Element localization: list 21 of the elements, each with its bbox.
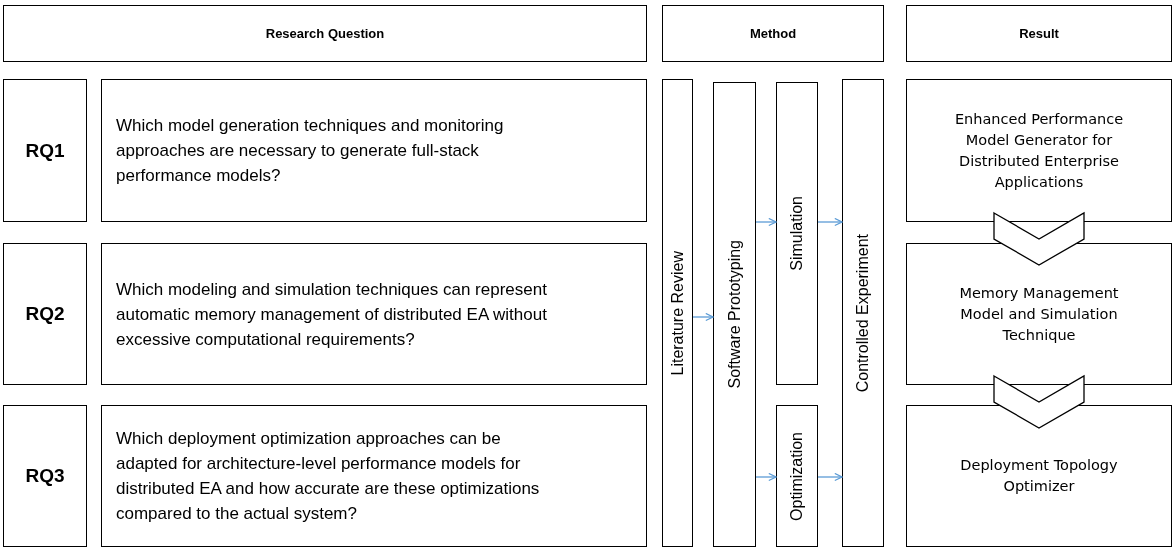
arrow	[692, 312, 714, 322]
research-question-box: Which deployment optimization approaches can be adapted for architecture-level performance models for distributed EA and how accurate are these optimizations compared to the actual system?	[101, 405, 647, 547]
arrow	[755, 217, 777, 227]
method-box: Optimization	[776, 405, 818, 547]
column-header: Research Question	[3, 5, 647, 62]
arrow	[755, 472, 777, 482]
question-label: RQ3	[3, 405, 87, 547]
question-label: RQ2	[3, 243, 87, 385]
question-label: RQ1	[3, 79, 87, 222]
arrow	[817, 217, 843, 227]
arrow	[817, 472, 843, 482]
chevron-arrow	[993, 374, 1085, 429]
method-box: Software Prototyping	[713, 82, 756, 547]
column-header: Result	[906, 5, 1172, 62]
method-box: Literature Review	[662, 79, 693, 547]
method-box: Controlled Experiment	[842, 79, 884, 547]
research-question-box: Which model generation techniques and monitoring approaches are necessary to generate full-stack performance models?	[101, 79, 647, 222]
column-header: Method	[662, 5, 884, 62]
research-question-box: Which modeling and simulation techniques can represent automatic memory management of distributed EA without excessive computational requirements?	[101, 243, 647, 385]
method-box: Simulation	[776, 82, 818, 385]
chevron-arrow	[993, 211, 1085, 266]
